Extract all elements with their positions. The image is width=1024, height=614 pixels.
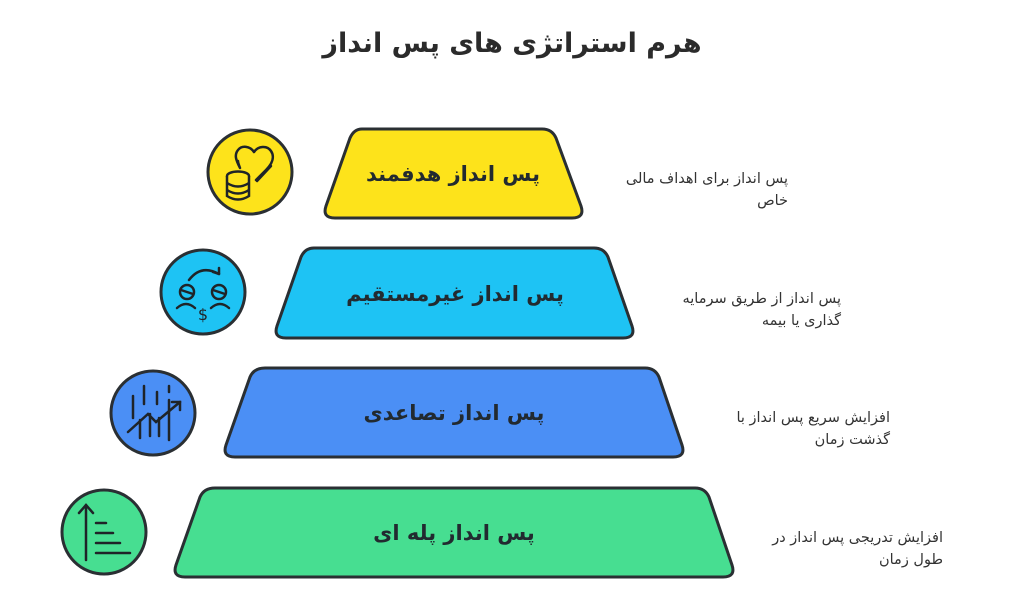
level-2-description: پس انداز از طریق سرمایه گذاری یا بیمه [682,288,841,332]
level-1-label: پس انداز هدفمند [366,162,540,186]
pyramid-level-3: پس انداز تصاعدی [109,366,685,459]
level-4-label: پس انداز پله ای [373,521,535,545]
level-4-trapezoid [173,486,735,579]
pyramid-level-1: پس انداز هدفمند [206,127,584,220]
level-2-label: پس انداز غیرمستقیم [346,282,564,306]
level-4-description-line-2: طول زمان [878,552,943,568]
level-1-description-line-2: خاص [757,193,788,209]
svg-text:$: $ [198,305,208,324]
level-4-description-line-1: افزایش تدریجی پس انداز در [772,530,943,546]
level-3-description: افزایش سریع پس انداز با گذشت زمان [736,407,890,451]
level-2-description-line-2: گذاری یا بیمه [761,313,841,329]
heart-coins-icon [206,128,294,216]
level-2-trapezoid [274,246,635,340]
pyramid-level-4: پس انداز پله ای [60,486,735,579]
level-3-trapezoid [223,366,685,459]
level-3-description-line-1: افزایش سریع پس انداز با [736,410,890,426]
pyramid-level-2: پس انداز غیرمستقیم $ [159,246,635,340]
level-3-description-line-2: گذشت زمان [814,432,890,448]
level-2-description-line-1: پس انداز از طریق سرمایه [682,291,841,307]
level-4-description: افزایش تدریجی پس انداز در طول زمان [772,527,943,571]
level-1-description-line-1: پس انداز برای اهداف مالی [625,171,788,187]
level-1-trapezoid [323,127,584,220]
money-transfer-people-icon: $ [159,248,247,336]
growth-chart-arrow-icon [109,369,197,457]
diagram-title: هرم استراتژی های پس انداز [322,28,702,59]
level-3-label: پس انداز تصاعدی [364,401,545,425]
level-1-description: پس انداز برای اهداف مالی خاص [626,168,788,212]
stepped-increase-icon [60,488,148,576]
